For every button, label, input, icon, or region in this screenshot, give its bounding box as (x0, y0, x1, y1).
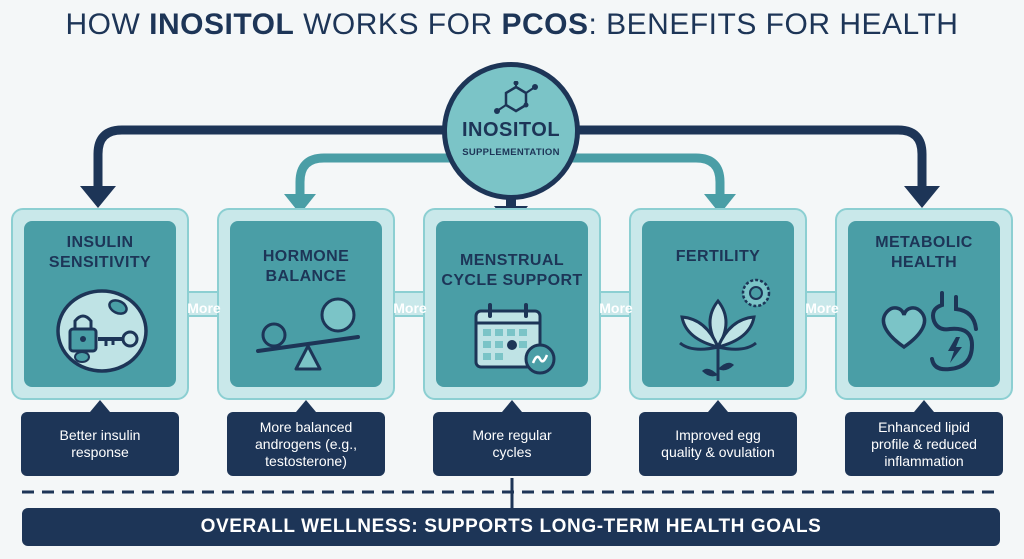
calendar-icon (474, 303, 556, 375)
hub-title: INOSITOL (461, 119, 561, 141)
balance-scale-icon (256, 297, 360, 371)
connector-label-2: More (393, 300, 427, 316)
arrow-head-hormone (284, 194, 316, 214)
overall-wellness-banner: OVERALL WELLNESS: SUPPORTS LONG-TERM HEA… (22, 508, 1000, 546)
arrow-to-insulin (93, 125, 446, 188)
inositol-hub: INOSITOL SUPPLEMENTATION (442, 62, 580, 200)
arrow-head-fertility (704, 194, 736, 214)
arrow-to-hormone (295, 153, 450, 196)
connector-label-1: More (187, 300, 221, 316)
card-label: FERTILITY (675, 248, 761, 265)
connector-label-3: More (599, 300, 633, 316)
arrow-head-insulin (80, 186, 116, 208)
card-fertility: FERTILITY (629, 208, 807, 400)
heart-stomach-icon (881, 291, 978, 372)
flower-egg-icon (679, 278, 771, 381)
desc-pointers (90, 400, 934, 412)
arrow-head-metabolic (904, 186, 940, 208)
connector-label-4: More (805, 300, 839, 316)
lock-key-cell-icon (56, 289, 148, 373)
arrow-to-metabolic (576, 125, 927, 188)
arrow-to-fertility (572, 153, 725, 196)
molecule-icon (494, 81, 538, 114)
arrow-to-menstrual (506, 196, 516, 210)
page-title: HOW INOSITOL WORKS FOR PCOS: BENEFITS FO… (65, 8, 959, 41)
hub-subtitle: SUPPLEMENTATION (462, 147, 560, 158)
